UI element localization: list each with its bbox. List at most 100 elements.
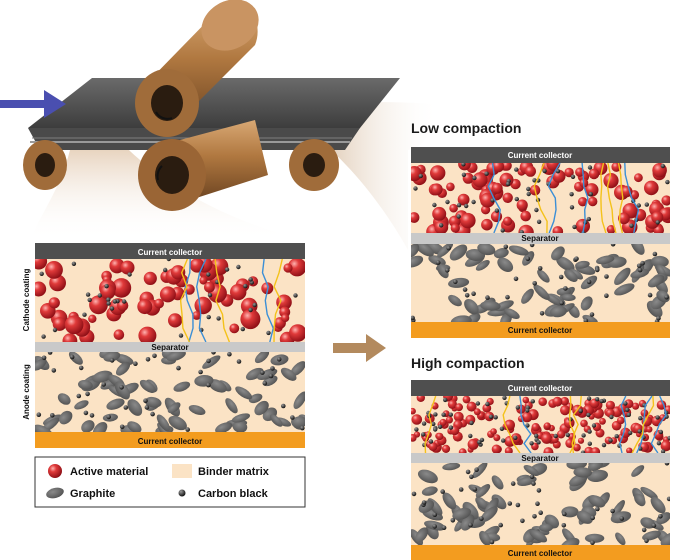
legend-active-material: Active material bbox=[70, 466, 148, 478]
active-particle bbox=[493, 434, 501, 442]
active-particle bbox=[170, 265, 186, 280]
active-particle bbox=[626, 447, 633, 453]
transport-path bbox=[568, 396, 576, 453]
graphite-flake bbox=[614, 283, 635, 296]
graphite-flake bbox=[167, 402, 181, 414]
active-particle bbox=[552, 396, 563, 407]
active-particle bbox=[287, 259, 305, 277]
active-particle bbox=[588, 168, 600, 180]
carbon-black-dot bbox=[293, 293, 298, 298]
active-particle bbox=[651, 211, 664, 224]
carbon-black-dot bbox=[248, 307, 253, 313]
graphite-flake bbox=[417, 469, 438, 484]
active-particle bbox=[531, 423, 540, 432]
graphite-flake bbox=[74, 400, 89, 410]
graphite-flake bbox=[269, 414, 283, 427]
carbon-black-dot bbox=[667, 435, 670, 441]
graphite-flake bbox=[529, 529, 548, 543]
active-particle bbox=[504, 447, 513, 453]
graphite-flake bbox=[569, 268, 583, 280]
active-particle bbox=[522, 396, 530, 404]
active-particle bbox=[436, 432, 444, 441]
carbon-black-dot bbox=[536, 440, 541, 445]
graphite-flake bbox=[631, 465, 645, 477]
graphite-flake bbox=[92, 421, 108, 432]
carbon-black-dot bbox=[655, 220, 660, 225]
graphite-flake bbox=[450, 315, 472, 322]
graphite-flake bbox=[640, 486, 658, 500]
graphite-flake bbox=[106, 398, 125, 410]
carbon-black-dot bbox=[586, 279, 592, 285]
carbon-black-dot bbox=[211, 352, 216, 355]
active-particle bbox=[137, 299, 153, 315]
carbon-black-dot bbox=[578, 408, 583, 414]
carbon-black-dot bbox=[658, 514, 663, 519]
carbon-black-dot bbox=[236, 359, 242, 364]
carbon-black-dot bbox=[599, 398, 604, 404]
carbon-black-dot bbox=[458, 487, 464, 492]
carbon-black-dot bbox=[562, 511, 567, 517]
active-particle bbox=[230, 283, 247, 301]
carbon-black-dot bbox=[591, 423, 597, 428]
active-particle bbox=[462, 396, 471, 404]
carbon-black-dot bbox=[574, 256, 579, 262]
active-particle bbox=[577, 437, 585, 444]
active-particle bbox=[450, 223, 460, 233]
active-particle bbox=[482, 403, 492, 413]
active-particle bbox=[240, 309, 261, 330]
carbon-black-dot bbox=[464, 293, 470, 298]
carbon-black-dot bbox=[248, 277, 253, 282]
graphite-flake bbox=[215, 422, 233, 432]
active-particle bbox=[472, 172, 488, 188]
carbon-black-dot bbox=[510, 481, 516, 486]
carbon-black-dot bbox=[484, 171, 489, 176]
carbon-black-dot bbox=[123, 405, 129, 410]
carbon-black-dot bbox=[595, 267, 600, 273]
carbon-black-dot bbox=[461, 172, 467, 177]
graphite-flake bbox=[582, 314, 598, 322]
carbon-black-dot bbox=[435, 260, 441, 265]
graphite-flake bbox=[231, 413, 251, 423]
active-particle bbox=[458, 448, 467, 453]
carbon-black-dot bbox=[525, 408, 530, 413]
transport-path bbox=[581, 163, 589, 233]
carbon-black-dot bbox=[106, 414, 111, 420]
carbon-black-dot bbox=[461, 163, 466, 167]
carbon-black-dot bbox=[206, 272, 211, 277]
active-particle bbox=[441, 444, 451, 453]
active-particle bbox=[606, 225, 616, 233]
graphite-flake bbox=[487, 308, 510, 317]
carbon-black-dot bbox=[78, 365, 84, 371]
graphite-flake bbox=[504, 308, 520, 319]
cathode-coating-label: Cathode coating bbox=[22, 269, 31, 332]
carbon-black-dot bbox=[636, 203, 641, 208]
active-particle bbox=[556, 430, 566, 439]
graphite-flake bbox=[449, 244, 468, 261]
process-arrow-icon bbox=[333, 334, 386, 362]
carbon-black-dot bbox=[87, 297, 92, 303]
carbon-black-dot bbox=[71, 261, 77, 266]
high-compaction-stack bbox=[411, 380, 670, 560]
carbon-black-dot bbox=[109, 306, 115, 311]
carbon-black-dot bbox=[411, 315, 415, 321]
carbon-black-dot bbox=[41, 334, 46, 339]
carbon-black-dot bbox=[535, 501, 540, 507]
carbon-black-dot bbox=[583, 318, 589, 322]
transport-path bbox=[617, 163, 624, 233]
graphite-flake bbox=[81, 420, 95, 432]
graphite-flake bbox=[491, 475, 504, 490]
carbon-black-dot bbox=[636, 263, 642, 269]
carbon-black-dot bbox=[652, 251, 658, 257]
carbon-black-dot bbox=[227, 352, 232, 357]
active-particle bbox=[416, 396, 425, 402]
active-particle bbox=[229, 323, 240, 334]
carbon-black-dot bbox=[513, 435, 518, 440]
graphite-flake bbox=[560, 537, 580, 545]
graphite-flake bbox=[166, 352, 186, 362]
active-particle bbox=[646, 426, 653, 433]
graphite-flake bbox=[442, 492, 457, 510]
active-particle bbox=[62, 333, 78, 342]
carbon-black-dot bbox=[421, 432, 426, 437]
carbon-black-dot bbox=[513, 276, 519, 282]
carbon-black-dot bbox=[587, 165, 593, 170]
